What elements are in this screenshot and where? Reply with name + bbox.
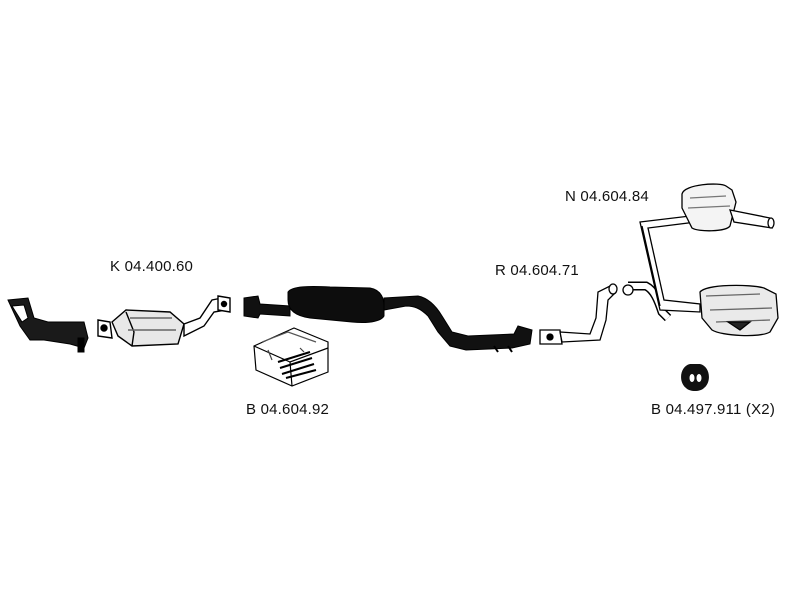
middle-silencer-part — [243, 286, 533, 353]
rubber-mount-part — [681, 364, 709, 391]
front-pipe-part — [7, 297, 89, 353]
catalyst-part — [97, 295, 231, 347]
intermediate-pipe-label: R 04.604.71 — [495, 262, 579, 279]
rear-silencer-label: N 04.604.84 — [565, 188, 649, 205]
catalyst-label: K 04.400.60 — [110, 258, 194, 275]
rear-silencer-part — [639, 183, 779, 337]
fitting-kit-label: B 04.604.92 — [246, 401, 330, 418]
fitting-kit-part — [253, 327, 329, 387]
intermediate-pipe-part — [539, 281, 672, 345]
rubber-mount-label: B 04.497.911 (X2) — [651, 401, 776, 418]
